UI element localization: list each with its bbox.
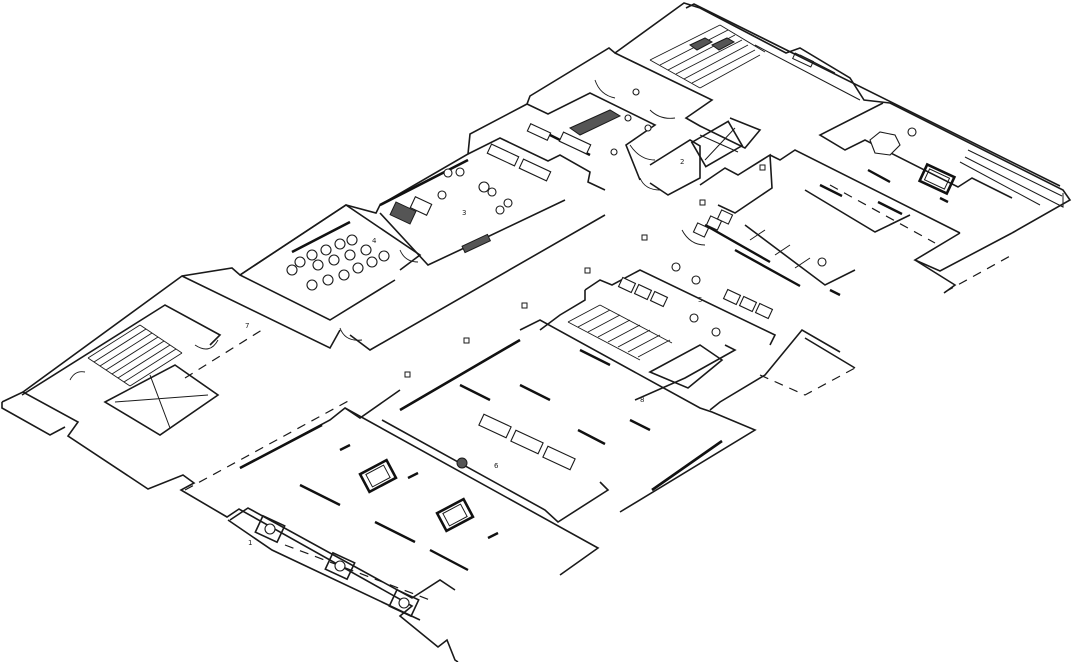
room-label-4: 4 — [372, 237, 377, 245]
room-7-west-core: 7 — [21, 275, 341, 436]
room-label-8: 8 — [640, 396, 644, 404]
room-northeast-outline — [681, 102, 1013, 297]
room-label-2: 2 — [680, 158, 684, 166]
room-label-7: 7 — [245, 322, 249, 330]
room-5-center-core: 5 — [539, 262, 777, 401]
room-6-south: 6 — [184, 389, 600, 599]
room-1-southwest: 1 — [227, 514, 431, 621]
room-north-core: 2 — [526, 24, 766, 196]
room-label-5: 5 — [698, 296, 702, 304]
room-8-east: 8 — [381, 319, 856, 524]
room-4-conference: 4 — [239, 204, 422, 321]
corridor — [339, 164, 766, 378]
room-label-1: 1 — [248, 539, 252, 547]
room-3-lounge: 3 — [379, 137, 606, 266]
room-label-6: 6 — [494, 462, 499, 470]
room-label-3: 3 — [462, 209, 466, 217]
